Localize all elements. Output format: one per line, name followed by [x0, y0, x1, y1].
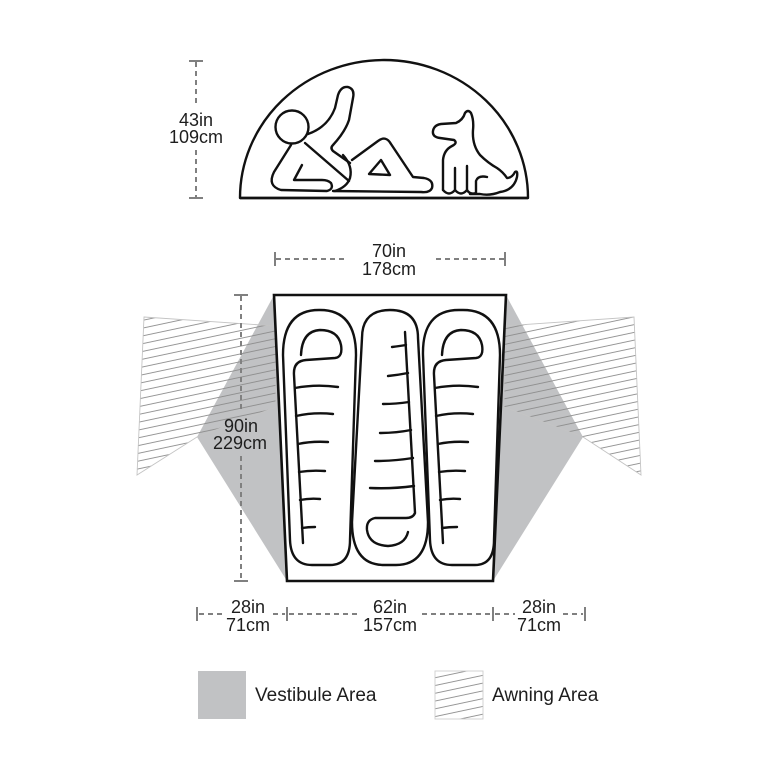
legend-item-awning: Awning Area	[434, 670, 599, 720]
awning-swatch	[434, 670, 484, 720]
person-icon	[270, 85, 434, 194]
vestibule-swatch	[198, 671, 246, 719]
awning-right	[503, 316, 642, 476]
bottom-dimensions: 28in 71cm 62in 157cm 28in 71cm	[196, 597, 586, 635]
head-width-imperial-label: 70in	[372, 241, 406, 261]
legend-item-vestibule: Vestibule Area	[198, 671, 377, 719]
head-width-metric-label: 178cm	[362, 259, 416, 279]
vestibule-left-metric-label: 71cm	[226, 615, 270, 635]
legend: Vestibule Area Awning Area	[198, 670, 599, 720]
head-width-dimension: 70in 178cm	[274, 241, 506, 279]
sleeping-bag-icon-left	[281, 308, 358, 567]
dog-icon	[431, 109, 519, 196]
foot-width-metric-label: 157cm	[363, 615, 417, 635]
vestibule-legend-label: Vestibule Area	[255, 685, 377, 706]
sleeping-bag-icon-middle	[350, 308, 430, 567]
length-dimension: 90in 229cm	[213, 294, 267, 582]
length-imperial-label: 90in	[224, 416, 258, 436]
vestibule-right-imperial-label: 28in	[522, 597, 556, 617]
height-imperial-label: 43in	[179, 110, 213, 130]
sleeping-bag-icon-right	[421, 308, 502, 567]
floor-plan: 70in 178cm 90in 229cm	[136, 241, 642, 635]
tent-dome-outline	[238, 58, 530, 200]
vestibule-left-imperial-label: 28in	[231, 597, 265, 617]
awning-left	[136, 316, 277, 476]
length-metric-label: 229cm	[213, 433, 267, 453]
foot-width-imperial-label: 62in	[373, 597, 407, 617]
height-metric-label: 109cm	[169, 127, 223, 147]
vestibule-right-metric-label: 71cm	[517, 615, 561, 635]
height-dimension: 43in 109cm	[169, 60, 223, 199]
side-view: 43in 109cm	[169, 58, 530, 200]
tent-floor-outline	[272, 293, 508, 583]
awning-legend-label: Awning Area	[492, 685, 599, 706]
